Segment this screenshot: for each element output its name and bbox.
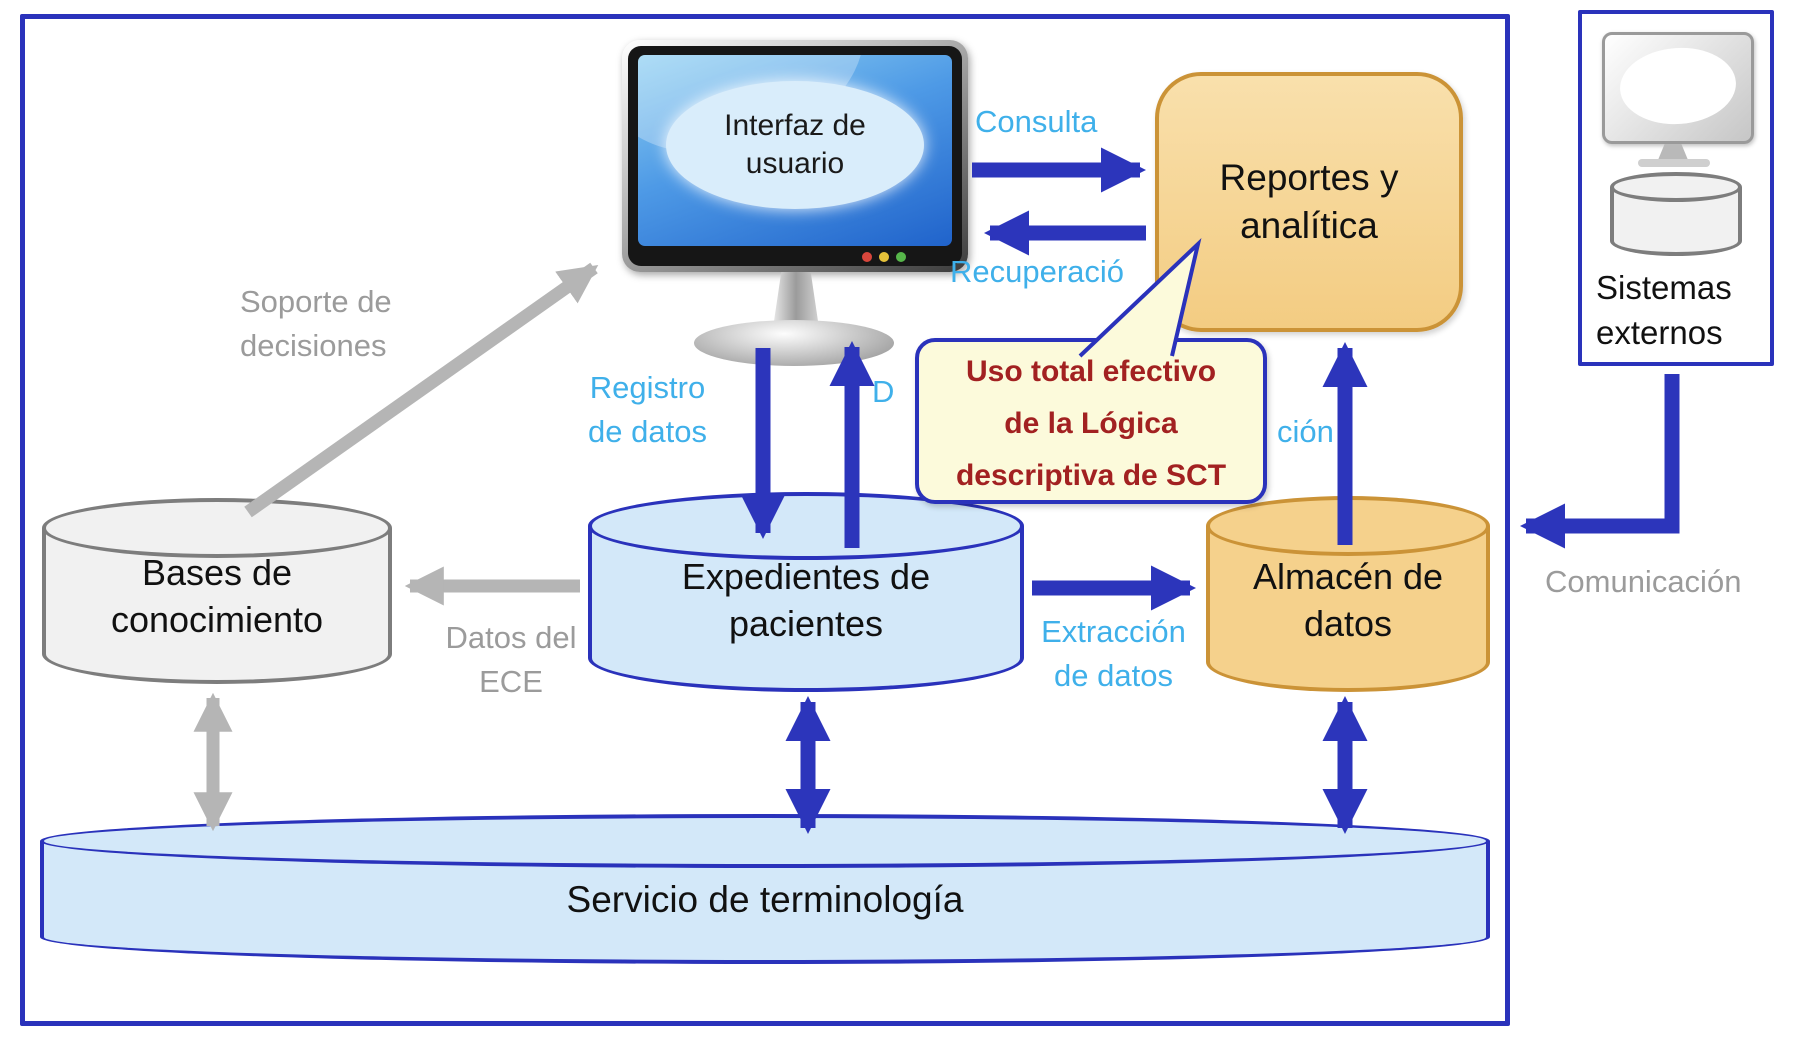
external-systems-label: Sistemas externos (1596, 269, 1732, 351)
knowledge-base-node: Bases de conocimiento (42, 498, 392, 684)
sct-callout-text: Uso total efectivo de la Lógica descript… (955, 355, 1227, 492)
label-comunicacion: Comunicación (1545, 564, 1742, 599)
arrow-comunicacion (1519, 374, 1680, 549)
monitor-stand (773, 272, 819, 328)
main-system-boundary (20, 14, 1510, 1026)
label-despliegue-fragment: D (872, 374, 895, 409)
monitor-screen: Interfaz de usuario (638, 55, 952, 246)
external-monitor-icon (1602, 32, 1754, 144)
external-monitor-stand (1658, 144, 1688, 160)
label-extraccion-datos: Extracción de datos (1041, 614, 1186, 694)
label-datos-ece: Datos del ECE (445, 620, 577, 700)
knowledge-base-label: Bases de conocimiento (110, 552, 324, 640)
patient-records-node: Expedientes de pacientes (588, 492, 1024, 692)
led-green (896, 252, 906, 262)
monitor-base (694, 320, 894, 366)
reports-analytics-node: Reportes y analítica (1155, 72, 1463, 332)
led-yellow (879, 252, 889, 262)
monitor-leds-icon (862, 252, 906, 262)
external-monitor-screen (1617, 43, 1739, 128)
label-recuperacion: Recuperació (950, 254, 1125, 289)
data-warehouse-node: Almacén de datos (1206, 496, 1490, 692)
external-database-icon (1610, 172, 1742, 256)
data-warehouse-label: Almacén de datos (1252, 556, 1444, 644)
sct-callout (915, 338, 1267, 504)
label-registro-datos: Registro de datos (588, 370, 707, 450)
user-interface-node: Interfaz de usuario (622, 40, 972, 370)
monitor-bezel: Interfaz de usuario (628, 46, 962, 266)
label-consulta: Consulta (975, 104, 1098, 139)
terminology-service-label: Servicio de terminología (566, 879, 964, 920)
label-poblacion-fragment: ción (1277, 414, 1334, 449)
patient-records-label: Expedientes de pacientes (681, 556, 931, 644)
external-systems-panel: Sistemas externos (1578, 10, 1774, 366)
led-red (862, 252, 872, 262)
external-monitor-base (1638, 159, 1710, 167)
monitor-frame-icon: Interfaz de usuario (622, 40, 968, 272)
terminology-service-node: Servicio de terminología (40, 814, 1490, 964)
user-interface-label: Interfaz de usuario (666, 80, 924, 209)
label-soporte-decisiones: Soporte de decisiones (240, 284, 392, 364)
